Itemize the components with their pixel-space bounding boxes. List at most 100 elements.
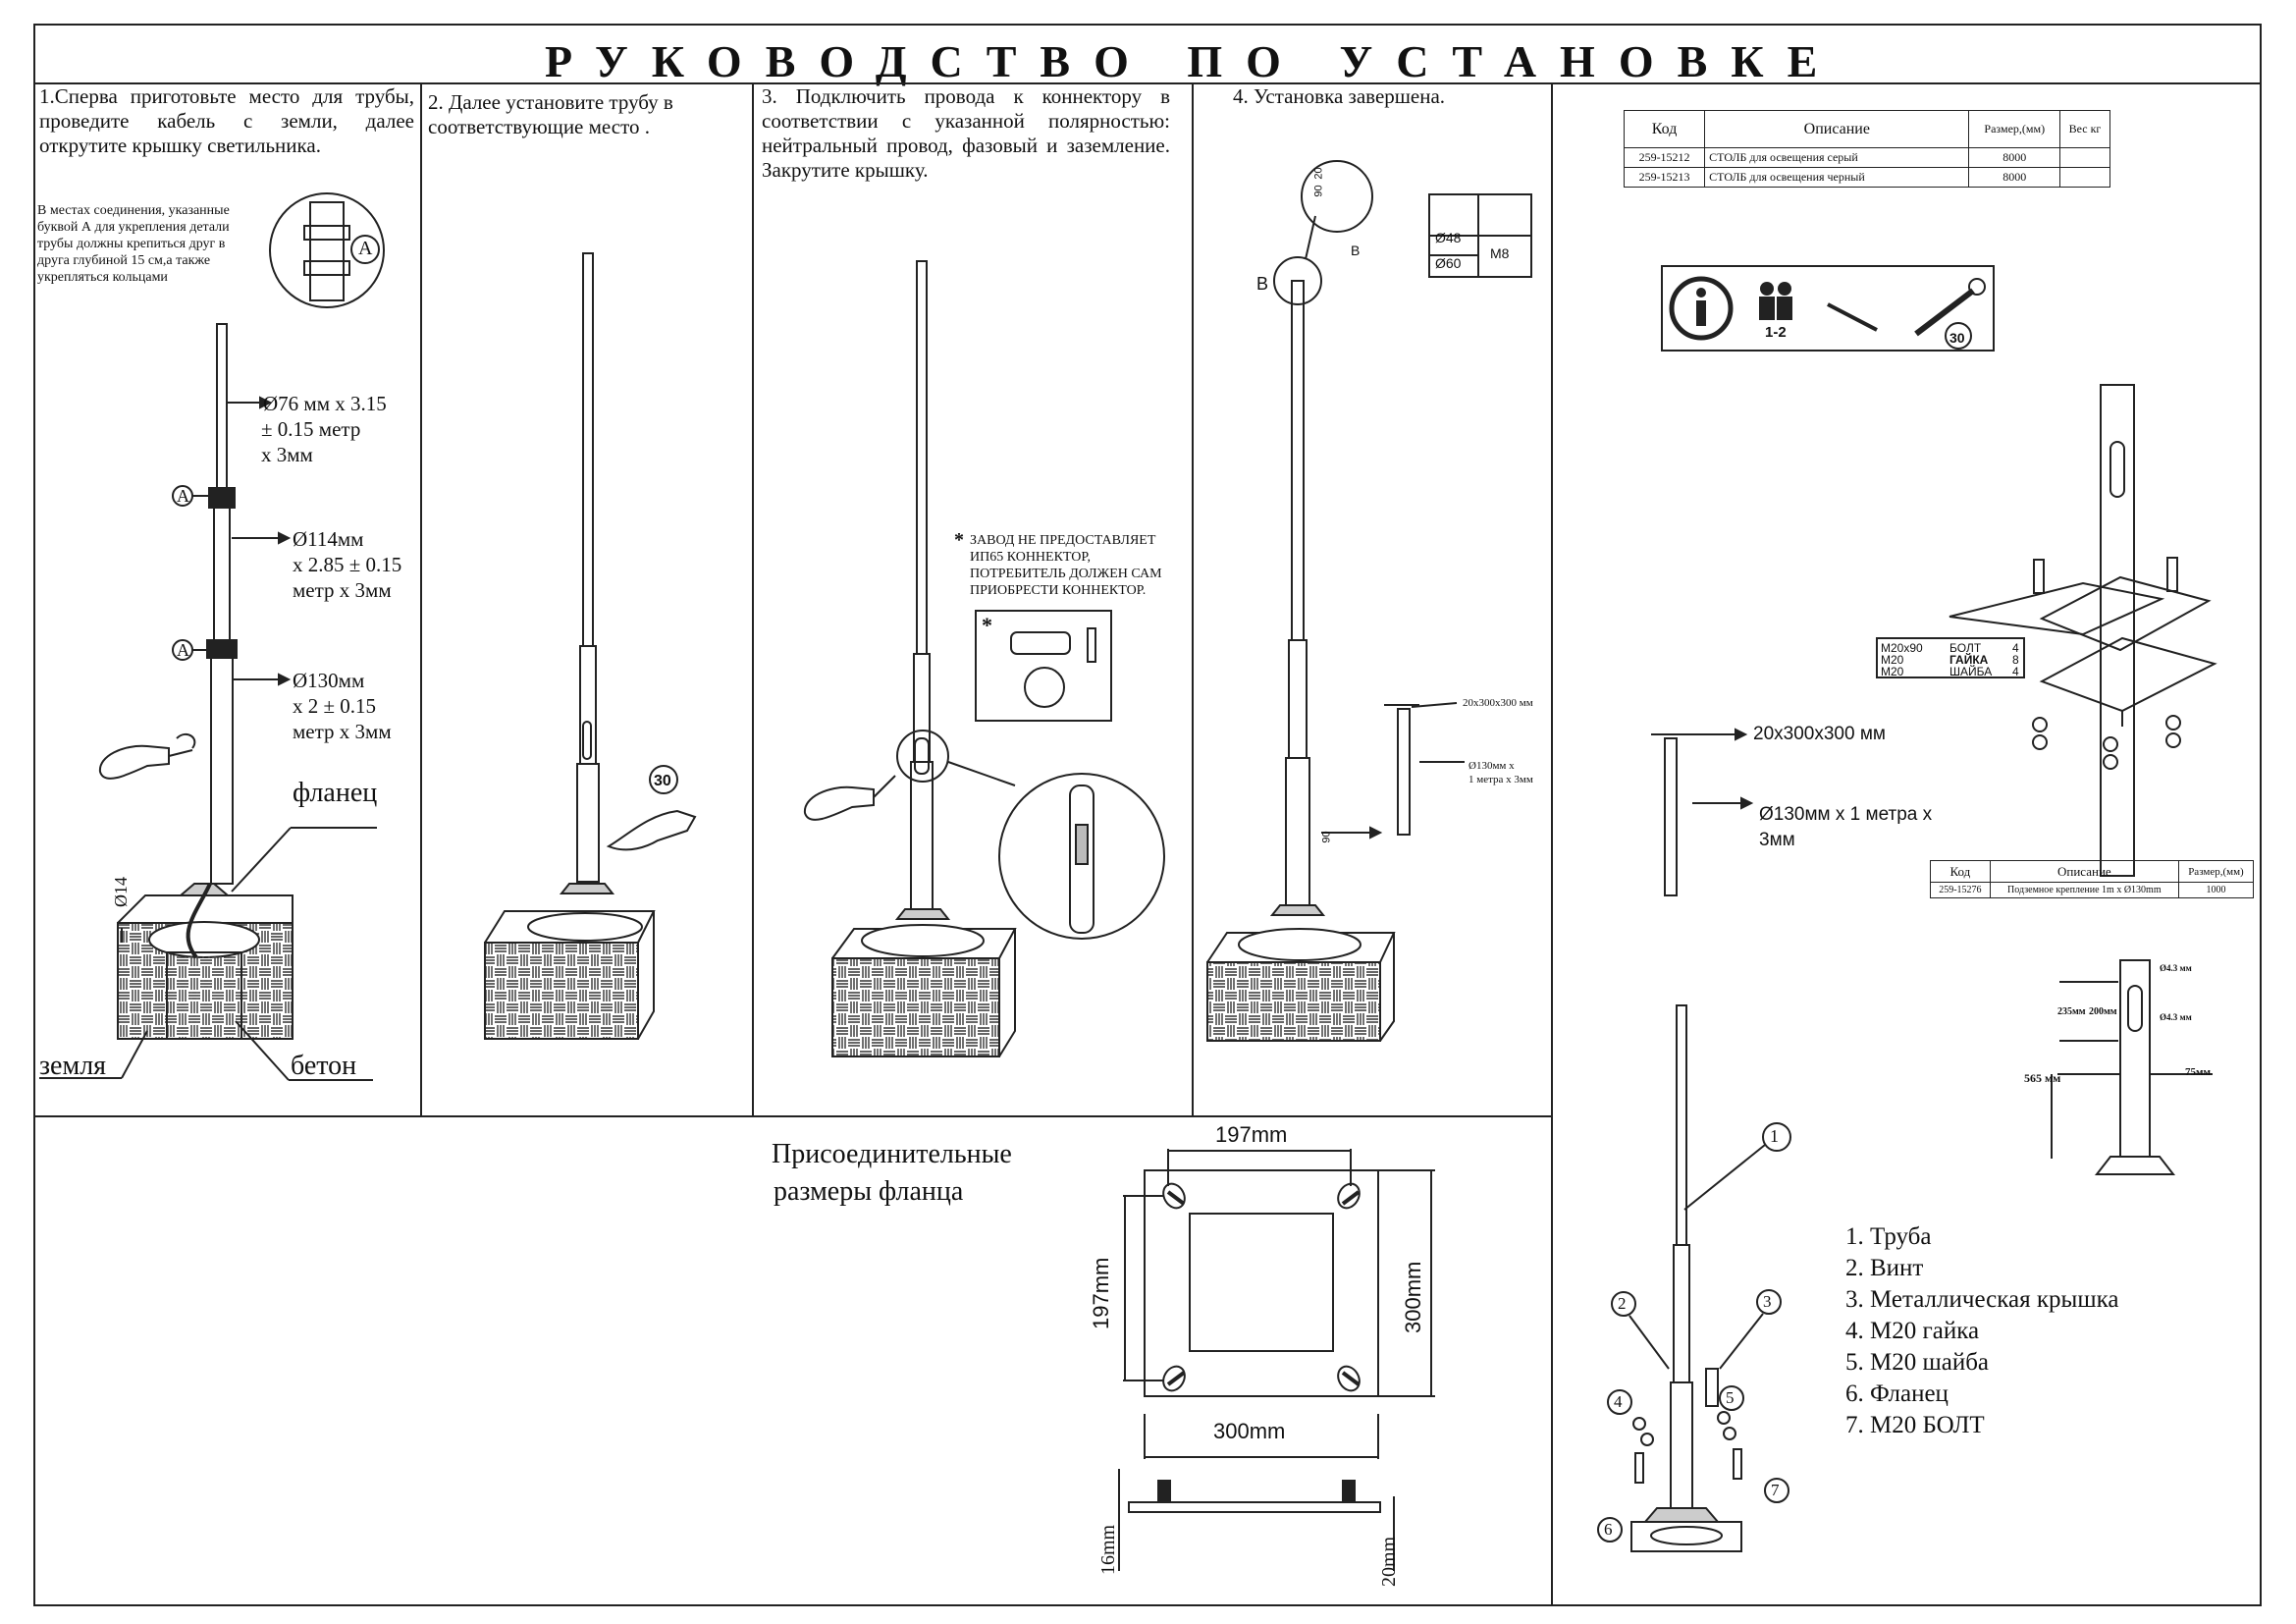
dim-d48: Ø48	[1435, 230, 1462, 245]
step-4-drawing	[1206, 160, 1532, 1042]
dim-200: 200мм	[2089, 1006, 2117, 1017]
spec-header-size: Размер,(мм)	[1968, 110, 2061, 148]
bolt-row-3-name: ШАЙБА	[1949, 665, 1993, 678]
bolt-row-2-name: ГАЙКА	[1949, 653, 1989, 667]
part-number-1: 1	[1770, 1126, 1779, 1146]
part-number-6: 6	[1604, 1520, 1613, 1539]
flange-width-300: 300mm	[1213, 1419, 1286, 1443]
step4-anchor-tube-line2: 1 метра x 3мм	[1468, 774, 1533, 785]
spec-cell	[2059, 167, 2110, 188]
spec-cell: 8000	[1968, 167, 2061, 188]
label-d130-line2: x 2 ± 0.15	[293, 694, 377, 718]
spec-header-code: Код	[1623, 110, 1706, 148]
right-panel-drawing	[1597, 276, 2217, 1552]
bolt-row-1-size: M20x90	[1881, 641, 1923, 655]
legend-item: 7. M20 БОЛТ	[1845, 1412, 1985, 1438]
dim-d60: Ø60	[1435, 255, 1462, 271]
flange-drawing	[1118, 1149, 1435, 1571]
table-row: 259-15276 Подземное крепление 1m x Ø130m…	[1930, 882, 2255, 898]
label-d76-line3: x 3мм	[261, 443, 313, 466]
spec-cell: 259-15213	[1623, 167, 1706, 188]
persons-icon	[1751, 277, 1810, 326]
flange-height-197: 197mm	[1089, 1257, 1113, 1329]
divider-4	[1551, 82, 1553, 1606]
screwdriver-icon	[1820, 297, 1879, 336]
part-number-3: 3	[1763, 1292, 1772, 1311]
table-row: 259-15213 СТОЛБ для освещения черный 800…	[1623, 167, 2110, 188]
part-number-7: 7	[1771, 1481, 1780, 1499]
wrench-size: 30	[1949, 330, 1965, 346]
anchor-header-size: Размер,(мм)	[2177, 860, 2255, 883]
connector-note-line3: ПОТРЕБИТЕЛЬ ДОЛЖЕН САМ	[970, 567, 1162, 581]
label-d114-line3: метр x 3мм	[293, 578, 392, 602]
label-d76-line1: Ø76 мм x 3.15	[263, 392, 387, 415]
dim-90-bottom: 90	[1320, 831, 1333, 843]
dim-90-top: 90	[1312, 185, 1325, 197]
spec-cell	[2059, 147, 2110, 168]
marker-a-bottom: A	[177, 640, 189, 660]
wrench-size-step2: 30	[654, 773, 671, 789]
dim-m8: M8	[1490, 245, 1510, 261]
step4-anchor-tube-line1: Ø130мм x	[1468, 760, 1515, 772]
step-4-text: 4. Установка завершена.	[1233, 84, 1446, 108]
spec-cell: СТОЛБ для освещения черный	[1704, 167, 1970, 188]
divider-2	[752, 82, 754, 1115]
anchor-header-desc: Описание	[1989, 860, 2179, 883]
part-number-5: 5	[1726, 1388, 1735, 1407]
spec-cell: СТОЛБ для освещения серый	[1704, 147, 1970, 168]
label-concrete: бетон	[291, 1051, 357, 1081]
legend-item: 3. Металлическая крышка	[1845, 1286, 2119, 1313]
step-2-text: 2. Далее установите трубу в соответствую…	[428, 90, 673, 138]
bolt-row-1-qty: 4	[2012, 641, 2019, 655]
title-divider	[33, 82, 2262, 84]
flange-height-300: 300mm	[1401, 1261, 1425, 1333]
label-d114-line1: Ø114мм	[293, 527, 364, 551]
spec-cell: 8000	[1968, 147, 2061, 168]
middle-divider	[33, 1115, 1553, 1117]
dim-565: 565 мм	[2024, 1071, 2061, 1085]
part-number-2: 2	[1618, 1294, 1627, 1313]
flange-thickness-16: 16mm	[1097, 1524, 1119, 1575]
dim-43-top: Ø4.3 мм	[2160, 963, 2192, 973]
connector-note-line1: ЗАВОД НЕ ПРЕДОСТАВЛЯЕТ	[970, 533, 1156, 548]
anchor-cell: 1000	[2177, 882, 2255, 898]
flange-title-line1: Присоединительные	[772, 1139, 1012, 1169]
label-d114-line2: x 2.85 ± 0.15	[293, 553, 402, 576]
wrench-icon	[1908, 287, 1987, 346]
anchor-cell: Подземное крепление 1m x Ø130mm	[1989, 882, 2179, 898]
label-ground: земля	[39, 1051, 107, 1081]
legend-item: 2. Винт	[1845, 1255, 1924, 1281]
persons-count: 1-2	[1765, 324, 1787, 341]
anchor-cell: 259-15276	[1930, 882, 1991, 898]
flange-thickness-20: 20mm	[1378, 1536, 1400, 1587]
info-icon	[1673, 277, 1735, 340]
legend-item: 4. M20 гайка	[1845, 1318, 1980, 1344]
connector-note-line2: ИП65 КОННЕКТОР,	[970, 550, 1091, 565]
bolt-row-2-size: M20	[1881, 653, 1904, 667]
part-number-4: 4	[1614, 1392, 1623, 1411]
legend-item: 1. Труба	[1845, 1223, 1932, 1250]
label-flange: фланец	[293, 778, 378, 808]
label-d14: Ø14	[111, 877, 131, 907]
dim-43-bottom: Ø4.3 мм	[2160, 1012, 2192, 1022]
dim-235: 235мм	[2057, 1006, 2086, 1017]
label-d130-line1: Ø130мм	[293, 669, 365, 692]
flange-width-197: 197mm	[1215, 1122, 1288, 1147]
connector-box-star: *	[982, 613, 992, 637]
step-2-drawing	[484, 252, 697, 1040]
dim-75: 75мм	[2185, 1066, 2211, 1078]
bolt-row-3-qty: 4	[2012, 665, 2019, 678]
bolt-row-1-name: БОЛТ	[1949, 641, 1982, 655]
parts-legend: 1. Труба 2. Винт 3. Металлическая крышка…	[1845, 1221, 2118, 1441]
flange-title-line2: размеры фланца	[774, 1176, 964, 1207]
marker-a-detail: A	[358, 238, 373, 259]
page-frame	[33, 24, 2262, 1606]
step-3-drawing	[803, 260, 1165, 1057]
label-d130-line3: метр x 3мм	[293, 720, 392, 743]
bolt-row-3-size: M20	[1881, 665, 1904, 678]
page-title: РУКОВОДСТВО ПО УСТАНОВКЕ	[545, 36, 1842, 86]
legend-item: 6. Фланец	[1845, 1380, 1949, 1407]
anchor-tube-label-line1: Ø130мм x 1 метра x	[1759, 804, 1933, 825]
dim-20-top: 20	[1312, 167, 1325, 180]
table-row: 259-15212 СТОЛБ для освещения серый 8000	[1623, 147, 2110, 168]
